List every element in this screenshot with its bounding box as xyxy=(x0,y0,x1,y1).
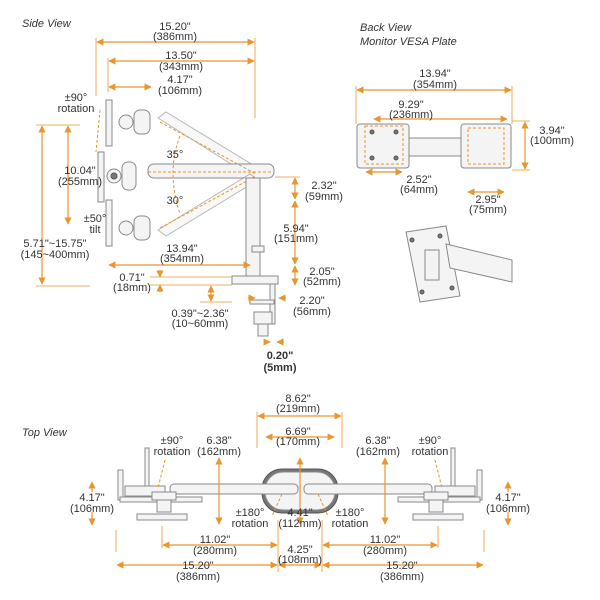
angle-up: 35° xyxy=(167,149,184,161)
left-depth-in: 4.17" xyxy=(79,492,104,504)
right-hub-rotation-label: rotation xyxy=(332,518,369,530)
vesa-left-in: 2.52" xyxy=(406,174,431,186)
pole-height-in: 5.94" xyxy=(283,223,308,235)
right-arm-mm: (162mm) xyxy=(356,446,400,458)
vesa-total-width-mm: (354mm) xyxy=(413,79,457,91)
pole-base-in: 2.05" xyxy=(309,266,334,278)
left-hub-rotation-label: rotation xyxy=(232,518,269,530)
clamp-gap-mm: (5mm) xyxy=(263,362,296,374)
vesa-left-mm: (64mm) xyxy=(400,184,438,196)
left-hub-rotation-deg: ±180° xyxy=(236,507,265,519)
hub-inner-in: 6.69" xyxy=(285,426,310,438)
hub-depth-mm: (112mm) xyxy=(278,518,321,530)
plate-span-mm: (236mm) xyxy=(389,109,433,121)
side-view-arm-drawing xyxy=(95,99,279,337)
right-rotation-deg: ±90° xyxy=(419,435,442,447)
right-total-in: 15.20" xyxy=(386,560,418,572)
desk-thickness-in: 0.39"~2.36" xyxy=(171,308,228,320)
left-total-in: 15.20" xyxy=(182,560,214,572)
arm-length-in: 13.50" xyxy=(165,50,197,62)
right-depth-in: 4.17" xyxy=(495,492,520,504)
back-view-title: Back View xyxy=(360,22,412,34)
angle-down: 30° xyxy=(167,195,184,207)
clamp-depth-mm: (56mm) xyxy=(293,306,331,318)
left-rotation-deg: ±90° xyxy=(161,435,184,447)
clamp-gap-in: 0.20" xyxy=(267,350,294,362)
base-thickness-mm: (18mm) xyxy=(113,282,151,294)
plate-height-mm: (100mm) xyxy=(530,135,574,147)
tilt-label: tilt xyxy=(90,224,101,236)
arm-offset-in: 2.32" xyxy=(311,180,336,192)
vesa-total-width-in: 13.94" xyxy=(419,68,451,80)
vesa-right-in: 2.95" xyxy=(475,194,500,206)
plate-span-in: 9.29" xyxy=(398,99,423,111)
back-view: Back View Monitor VESA Plate xyxy=(355,22,574,303)
right-arm-in: 6.38" xyxy=(365,435,390,447)
left-total-mm: (386mm) xyxy=(176,571,220,583)
right-reach-in: 11.02" xyxy=(370,534,401,546)
left-rotation-label: rotation xyxy=(154,446,191,458)
back-view-subtitle: Monitor VESA Plate xyxy=(360,36,457,48)
hub-inner-mm: (170mm) xyxy=(276,436,320,448)
side-view: Side View xyxy=(21,18,343,374)
reach-in: 13.94" xyxy=(166,243,198,255)
pole-base-mm: (52mm) xyxy=(303,276,341,288)
desk-thickness-mm: (10~60mm) xyxy=(172,318,229,330)
height-range-mm: (145~400mm) xyxy=(21,249,90,261)
left-arm-in: 6.38" xyxy=(206,435,231,447)
rotation-label: rotation xyxy=(58,103,95,115)
left-depth-mm: (106mm) xyxy=(70,503,114,515)
overall-length-in: 15.20" xyxy=(159,21,191,33)
vertical-travel-in: 10.04" xyxy=(64,165,96,177)
vesa-plate-perspective xyxy=(405,225,513,303)
hub-width-mm: (108mm) xyxy=(278,554,322,566)
vesa-right-mm: (75mm) xyxy=(469,204,507,216)
left-reach-in: 11.02" xyxy=(200,534,231,546)
right-rotation-label: rotation xyxy=(412,446,449,458)
head-depth-in: 4.17" xyxy=(167,74,192,86)
right-hub-rotation-deg: ±180° xyxy=(336,507,365,519)
hub-width-in: 4.25" xyxy=(287,544,312,556)
vesa-plate-drawing xyxy=(356,123,513,303)
vertical-travel-mm: (255mm) xyxy=(58,176,102,188)
tilt-deg: ±50° xyxy=(84,213,107,225)
hub-depth-in: 4.41" xyxy=(287,507,312,519)
hub-outer-in: 8.62" xyxy=(285,393,310,405)
base-thickness-in: 0.71" xyxy=(119,272,144,284)
left-arm-mm: (162mm) xyxy=(197,446,241,458)
top-view: Top View xyxy=(22,393,530,583)
overall-length-mm: (386mm) xyxy=(153,31,197,43)
arm-offset-mm: (59mm) xyxy=(305,191,343,203)
right-total-mm: (386mm) xyxy=(380,571,424,583)
right-depth-mm: (106mm) xyxy=(486,503,530,515)
head-depth-mm: (106mm) xyxy=(158,85,202,97)
left-reach-mm: (280mm) xyxy=(193,545,237,557)
height-range-in: 5.71"~15.75" xyxy=(23,238,86,250)
right-reach-mm: (280mm) xyxy=(363,545,407,557)
side-view-title: Side View xyxy=(22,18,72,30)
pole-height-mm: (151mm) xyxy=(274,233,318,245)
reach-mm: (354mm) xyxy=(160,253,204,265)
plate-height-in: 3.94" xyxy=(539,125,564,137)
hub-outer-mm: (219mm) xyxy=(276,403,320,415)
top-view-title: Top View xyxy=(22,427,68,439)
clamp-depth-in: 2.20" xyxy=(299,295,324,307)
rotation-deg: ±90° xyxy=(65,92,88,104)
arm-length-mm: (343mm) xyxy=(159,61,203,73)
